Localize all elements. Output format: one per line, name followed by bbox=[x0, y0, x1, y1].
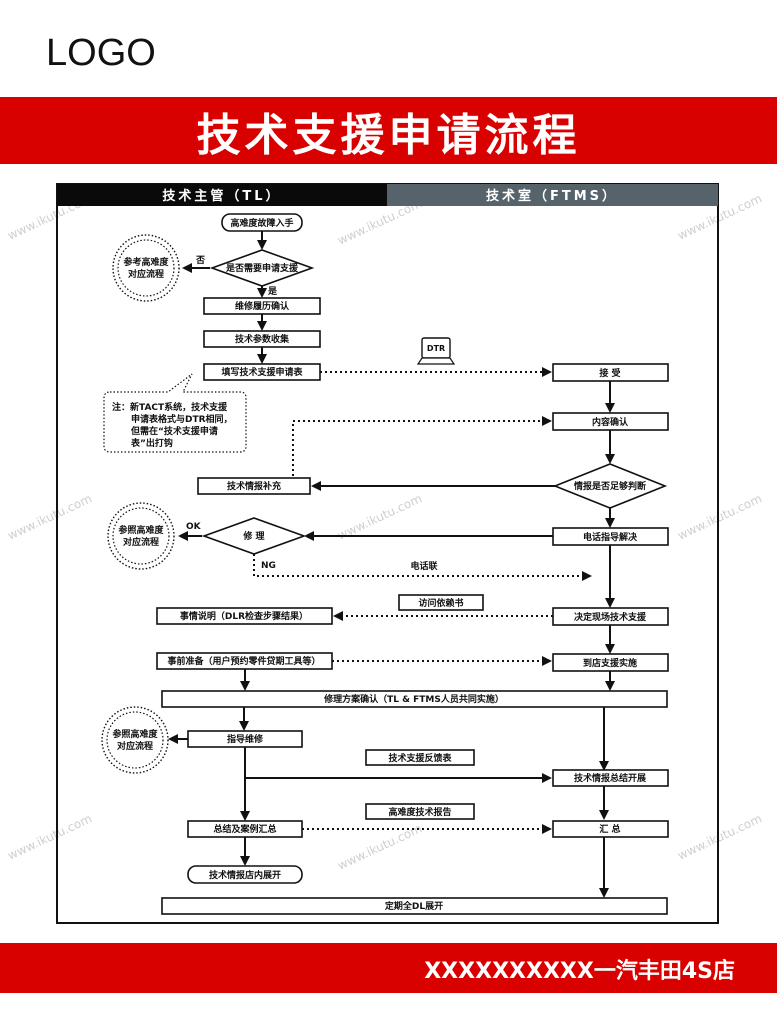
svg-text:参考高难度: 参考高难度 bbox=[123, 256, 169, 268]
svg-text:www.ikutu.com: www.ikutu.com bbox=[675, 491, 764, 542]
page-title: 技术支援申请流程 bbox=[196, 109, 581, 161]
svg-text:事前准备（用户预约零件贷期工具等）: 事前准备（用户预约零件贷期工具等） bbox=[167, 655, 320, 667]
svg-text:对应流程: 对应流程 bbox=[123, 536, 159, 548]
svg-text:总结及案例汇总: 总结及案例汇总 bbox=[213, 823, 276, 835]
label-phone-contact: 电话联 bbox=[410, 560, 438, 572]
svg-text:www.ikutu.com: www.ikutu.com bbox=[5, 811, 94, 862]
svg-text:高难度技术报告: 高难度技术报告 bbox=[388, 806, 451, 818]
label-visit-request bbox=[398, 594, 484, 611]
svg-text:访问依赖书: 访问依赖书 bbox=[418, 597, 463, 609]
svg-text:汇 总: 汇 总 bbox=[599, 823, 620, 835]
footer-banner: XXXXXXXXXX一汽丰田4S店 bbox=[0, 943, 777, 993]
svg-text:电话指导解决: 电话指导解决 bbox=[583, 531, 638, 543]
svg-text:DTR: DTR bbox=[427, 344, 445, 353]
label-hard-report bbox=[365, 803, 475, 820]
svg-text:但需在“技术支援申请: 但需在“技术支援申请 bbox=[130, 425, 218, 437]
label-ng: NG bbox=[261, 561, 276, 571]
svg-text:维修履历确认: 维修履历确认 bbox=[235, 300, 290, 312]
node-store-deploy bbox=[187, 865, 303, 884]
svg-text:参照高难度: 参照高难度 bbox=[118, 524, 164, 536]
lane-header-tl bbox=[57, 184, 387, 206]
node-regular-deploy bbox=[161, 897, 668, 915]
svg-text:指导维修: 指导维修 bbox=[227, 733, 264, 745]
label-feedback-form bbox=[365, 749, 475, 766]
svg-text:到店支援实施: 到店支援实施 bbox=[583, 657, 637, 669]
label-no: 否 bbox=[195, 255, 205, 266]
svg-text:填写技术支援申请表: 填写技术支援申请表 bbox=[221, 366, 303, 378]
svg-text:高难度故障入手: 高难度故障入手 bbox=[230, 217, 293, 229]
svg-text:www.ikutu.com: www.ikutu.com bbox=[5, 491, 94, 542]
svg-text:内容确认: 内容确认 bbox=[592, 416, 629, 428]
svg-text:表”出打钩: 表”出打钩 bbox=[130, 437, 173, 449]
node-repair-plan bbox=[161, 690, 668, 708]
svg-text:决定现场技术支援: 决定现场技术支援 bbox=[574, 611, 647, 623]
svg-text:修 理: 修 理 bbox=[242, 530, 264, 542]
svg-text:技术参数收集: 技术参数收集 bbox=[235, 333, 290, 345]
lane-header-ftms bbox=[387, 184, 718, 206]
dtr-laptop-icon: DTR bbox=[416, 337, 456, 365]
svg-text:技术支援反馈表: 技术支援反馈表 bbox=[388, 752, 452, 764]
svg-text:事情说明（DLR检查步骤结果）: 事情说明（DLR检查步骤结果） bbox=[180, 610, 308, 622]
node-collect bbox=[552, 820, 669, 838]
svg-text:是否需要申请支援: 是否需要申请支援 bbox=[225, 262, 299, 274]
svg-text:情报是否足够判断: 情报是否足够判断 bbox=[573, 480, 646, 492]
svg-text:www.ikutu.com: www.ikutu.com bbox=[675, 811, 764, 862]
lane-label-ftms: 技术室（FTMS） bbox=[486, 188, 618, 204]
node-explain bbox=[156, 607, 333, 625]
svg-text:对应流程: 对应流程 bbox=[117, 740, 153, 752]
ref-flow-circle-2 bbox=[107, 502, 175, 570]
ref-flow-circle-3 bbox=[101, 706, 169, 774]
logo: LOGO bbox=[46, 32, 156, 74]
label-ok: OK bbox=[186, 522, 202, 532]
svg-text:技术情报总结开展: 技术情报总结开展 bbox=[574, 772, 646, 784]
svg-text:对应流程: 对应流程 bbox=[128, 268, 164, 280]
footer-text: XXXXXXXXXX一汽丰田4S店 bbox=[424, 959, 735, 984]
ref-flow-circle-1 bbox=[112, 234, 180, 302]
svg-text:接 受: 接 受 bbox=[599, 367, 620, 379]
note-callout bbox=[103, 373, 247, 453]
node-info-supplement bbox=[197, 477, 311, 495]
svg-text:注：新TACT系统，技术支援: 注：新TACT系统，技术支援 bbox=[112, 401, 228, 413]
svg-text:参照高难度: 参照高难度 bbox=[112, 728, 158, 740]
svg-text:定期全DL展开: 定期全DL展开 bbox=[384, 900, 443, 912]
lane-label-tl: 技术主管（TL） bbox=[162, 188, 281, 204]
title-banner: 技术支援申请流程 bbox=[0, 97, 777, 164]
svg-text:技术情报补充: 技术情报补充 bbox=[227, 480, 281, 492]
node-info-summary bbox=[552, 769, 669, 787]
svg-text:修理方案确认（TL & FTMS人员共同实施）: 修理方案确认（TL & FTMS人员共同实施） bbox=[323, 693, 504, 705]
label-yes: 是 bbox=[267, 286, 278, 297]
svg-text:技术情报店内展开: 技术情报店内展开 bbox=[209, 869, 281, 881]
svg-text:申请表格式与DTR相同，: 申请表格式与DTR相同， bbox=[131, 413, 233, 425]
